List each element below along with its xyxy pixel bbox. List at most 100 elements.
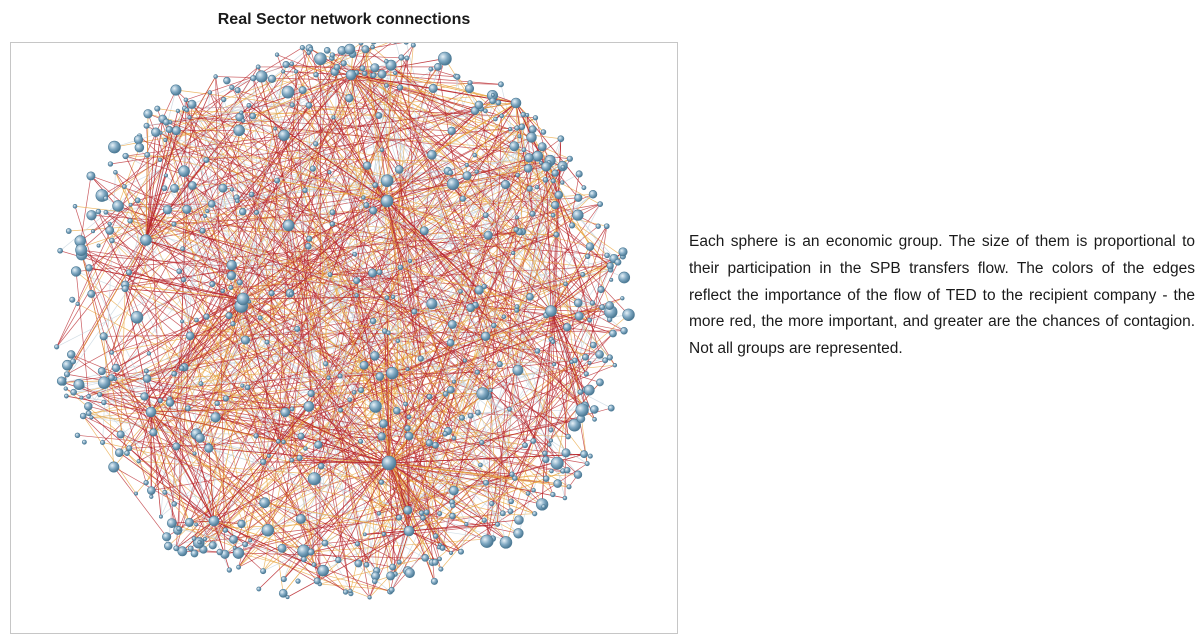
network-edge [114, 467, 167, 537]
network-node [146, 407, 156, 417]
network-node [304, 401, 314, 411]
network-node [181, 247, 185, 251]
figure-caption: Each sphere is an economic group. The si… [689, 229, 1195, 363]
network-node [239, 208, 246, 215]
network-node [236, 565, 240, 569]
network-node [513, 476, 518, 481]
network-node [194, 318, 198, 322]
network-node [164, 138, 167, 141]
network-node [404, 43, 409, 44]
network-node [233, 546, 236, 549]
network-node [328, 171, 331, 174]
network-node [481, 332, 490, 341]
network-node [180, 320, 183, 323]
network-node [229, 535, 237, 543]
network-node [573, 210, 584, 221]
network-node [543, 476, 549, 482]
network-node [279, 130, 290, 141]
network-node [363, 533, 366, 536]
network-node [404, 526, 414, 536]
network-node [113, 170, 117, 174]
network-node [346, 70, 356, 80]
network-node [155, 106, 160, 111]
network-node [80, 413, 86, 419]
network-graph [11, 43, 677, 633]
network-node [468, 413, 473, 418]
network-node [126, 270, 132, 276]
network-node [600, 305, 605, 310]
network-node [473, 153, 477, 157]
network-node [185, 518, 193, 526]
network-node [584, 385, 594, 395]
network-node [475, 410, 480, 415]
network-node [465, 522, 469, 526]
network-node [352, 390, 356, 394]
network-node [391, 295, 395, 299]
network-node [420, 227, 428, 235]
network-node [108, 162, 113, 167]
network-node [135, 143, 144, 152]
network-node [295, 326, 300, 331]
network-node [483, 212, 488, 217]
network-node [481, 535, 494, 548]
network-node [426, 440, 433, 447]
network-node [397, 85, 403, 91]
network-node [482, 518, 487, 523]
network-node [475, 370, 479, 374]
network-node [491, 93, 494, 96]
network-node [243, 542, 248, 547]
network-node [437, 546, 440, 549]
network-node [526, 293, 533, 300]
network-node [484, 231, 493, 240]
network-node [283, 220, 294, 231]
network-node [582, 186, 586, 190]
network-node [227, 260, 237, 270]
network-node [431, 578, 438, 585]
network-node [304, 447, 308, 451]
network-node [144, 480, 149, 485]
network-node [467, 304, 475, 312]
network-node [58, 248, 63, 253]
network-node [412, 309, 417, 314]
network-node [438, 557, 442, 561]
network-node [177, 269, 182, 274]
network-node [113, 200, 124, 211]
network-node [551, 492, 556, 497]
network-node [281, 576, 286, 581]
network-node [360, 361, 368, 369]
network-node [459, 289, 463, 293]
network-node [226, 312, 232, 318]
network-node [282, 70, 285, 73]
network-node [283, 61, 290, 68]
network-node [543, 177, 548, 182]
network-node [384, 59, 388, 63]
network-node [260, 568, 265, 573]
network-node [104, 210, 108, 214]
network-node [525, 153, 534, 162]
network-node [405, 568, 415, 578]
network-node [223, 396, 228, 401]
network-node [174, 546, 179, 551]
network-node [373, 182, 378, 187]
network-node [250, 113, 256, 119]
network-node [73, 204, 77, 208]
network-node [332, 116, 335, 119]
network-node [87, 210, 97, 220]
network-node [404, 506, 412, 514]
network-node [75, 433, 80, 438]
network-node [74, 379, 84, 389]
network-node [381, 175, 393, 187]
network-node [54, 345, 59, 350]
network-node [370, 318, 376, 324]
network-node [275, 53, 279, 57]
network-node [247, 103, 251, 107]
network-node [585, 254, 590, 259]
network-node [360, 66, 365, 71]
network-node [245, 385, 250, 390]
network-node [451, 503, 456, 508]
network-node [554, 232, 559, 237]
network-node [590, 405, 598, 413]
network-node [563, 496, 567, 500]
network-node [71, 267, 81, 277]
network-node [502, 315, 506, 319]
